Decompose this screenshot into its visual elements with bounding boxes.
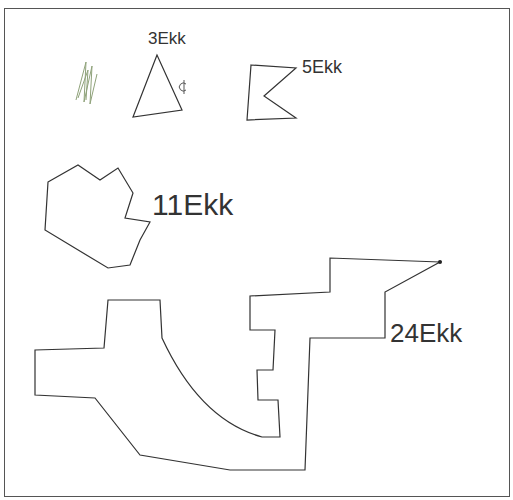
pentagon (247, 65, 296, 120)
small-mark (179, 80, 186, 94)
twenty-four-gon (35, 258, 440, 470)
eleven-gon (45, 165, 150, 268)
frame (5, 9, 510, 497)
green-scribble (76, 62, 97, 104)
triangle (133, 55, 182, 117)
start-dot (438, 260, 442, 264)
corner-count-label: 3Ekk (148, 30, 186, 47)
corner-count-label: 24Ekk (390, 320, 462, 346)
corner-count-label: 5Ekk (302, 58, 342, 76)
corner-count-label: 11Ekk (152, 190, 233, 220)
